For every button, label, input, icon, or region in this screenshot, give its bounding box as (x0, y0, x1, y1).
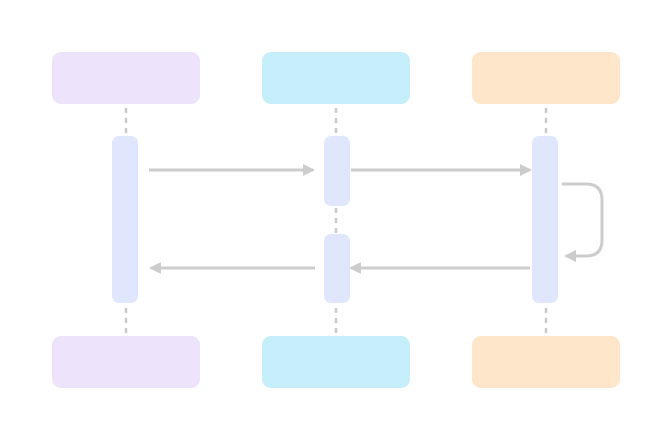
participant-box-3-top (472, 52, 620, 104)
participant-box-2-bottom (262, 336, 410, 388)
activation-bar-1 (112, 136, 138, 303)
participant-box-2-top (262, 52, 410, 104)
participants-bottom (52, 336, 620, 388)
activations (112, 136, 558, 303)
message-arrow-3-self (562, 182, 604, 262)
activation-bar-2a (324, 136, 350, 206)
participants-top (52, 52, 620, 104)
participant-box-1-bottom (52, 336, 200, 388)
participant-box-1-top (52, 52, 200, 104)
activation-bar-3 (532, 136, 558, 303)
activation-bar-2b (324, 234, 350, 303)
messages (149, 164, 604, 274)
participant-box-3-bottom (472, 336, 620, 388)
